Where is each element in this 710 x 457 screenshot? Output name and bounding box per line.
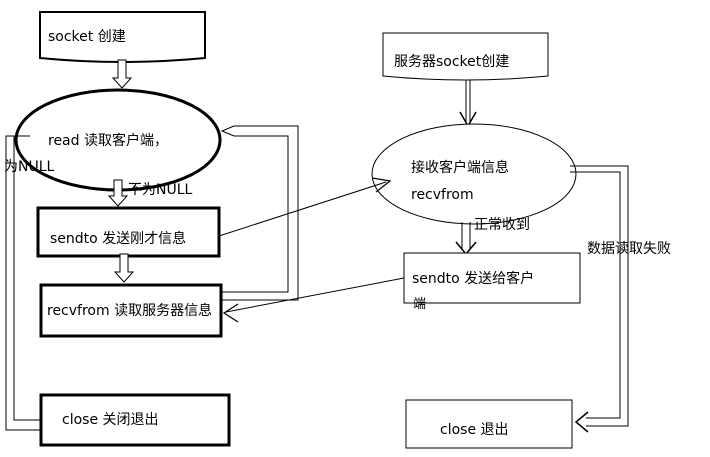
recv-loop-arrowhead xyxy=(220,125,235,137)
fail-arrowhead xyxy=(574,411,589,433)
arrow-socket-to-read xyxy=(111,59,133,89)
server-recvfrom-label: recvfrom xyxy=(411,187,474,203)
arrow-sendto-to-recvfrom xyxy=(113,253,135,283)
recv-loop-line xyxy=(221,125,299,301)
arrow-server-to-client xyxy=(225,277,405,313)
client-close-box xyxy=(39,393,231,447)
client-sendto-label: sendto 发送刚才信息 xyxy=(50,231,187,247)
null-label: 为NULL xyxy=(4,159,55,175)
fail-line xyxy=(570,165,629,427)
server-recv-ellipse xyxy=(371,123,577,225)
arrow-read-to-sendto xyxy=(107,179,129,207)
arrow-normal-head xyxy=(455,241,477,256)
server-socket-box xyxy=(382,32,549,81)
read-fail-label: 数据读取失败 xyxy=(587,241,671,257)
client-socket-box xyxy=(39,11,206,63)
server-sendto-label-line1: sendto 发送给客户 xyxy=(412,271,535,287)
normal-recv-label: 正常收到 xyxy=(474,217,530,233)
server-sendto-label-line2: 端 xyxy=(413,297,427,312)
arrow-server-to-client-head xyxy=(222,303,239,323)
server-close-box xyxy=(405,399,573,449)
arrow-client-to-server xyxy=(218,181,387,237)
null-loop-line xyxy=(5,135,40,431)
arrow-client-to-server-head xyxy=(371,177,392,193)
server-close-label: close 退出 xyxy=(440,422,509,438)
not-null-label: 不为NULL xyxy=(128,182,193,198)
client-read-label: read 读取客户端， xyxy=(48,133,168,149)
client-close-label: close 关闭退出 xyxy=(62,412,159,428)
client-sendto-box xyxy=(36,206,221,258)
server-socket-label: 服务器socket创建 xyxy=(394,54,510,70)
server-recv-info-label: 接收客户端信息 xyxy=(411,160,509,176)
server-sendto-box xyxy=(403,252,581,304)
client-socket-label: socket 创建 xyxy=(48,29,126,45)
client-recvfrom-label: recvfrom 读取服务器信息 xyxy=(47,303,213,319)
client-recvfrom-box xyxy=(39,283,223,338)
